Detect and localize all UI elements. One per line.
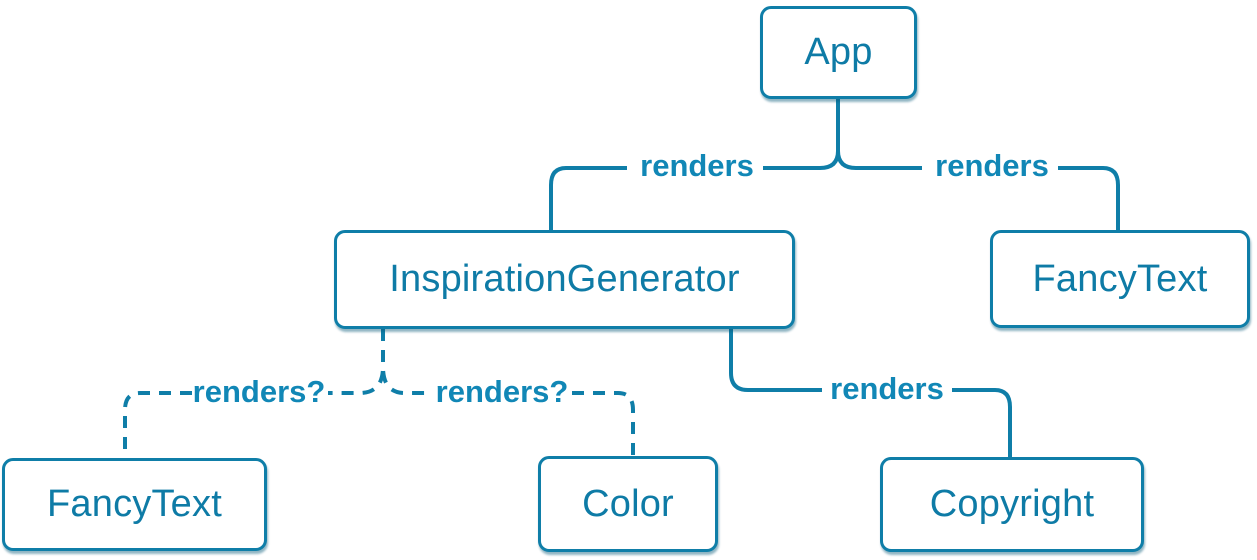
node-app-label: App xyxy=(804,31,873,73)
edge-app-to-fancytext xyxy=(836,99,1120,231)
node-copyright: Copyright xyxy=(880,457,1144,552)
node-fancytext-bottom-label: FancyText xyxy=(47,483,222,525)
edge-label-renders-question-color: renders? xyxy=(435,374,569,409)
node-copyright-label: Copyright xyxy=(929,483,1095,525)
node-fancytext-top: FancyText xyxy=(990,230,1250,328)
node-app: App xyxy=(760,6,917,99)
edge-label-renders-app-inspiration: renders xyxy=(640,148,754,183)
edge-label-renders-copyright: renders xyxy=(830,371,944,406)
node-color-label: Color xyxy=(582,482,674,525)
node-inspiration-generator-label: InspirationGenerator xyxy=(389,258,740,300)
node-color: Color xyxy=(538,456,718,552)
node-inspiration-generator: InspirationGenerator xyxy=(334,230,795,329)
node-fancytext-top-label: FancyText xyxy=(1032,257,1208,300)
edge-label-renders-app-fancytext: renders xyxy=(935,148,1049,183)
edge-inspirationgenerator-to-fancytext-dashed xyxy=(123,329,385,459)
edge-label-renders-question-fancytext: renders? xyxy=(192,374,326,409)
node-fancytext-bottom: FancyText xyxy=(2,458,267,551)
edge-inspirationgenerator-to-color-dashed xyxy=(381,329,635,457)
edge-inspirationgenerator-to-copyright xyxy=(729,328,1012,458)
